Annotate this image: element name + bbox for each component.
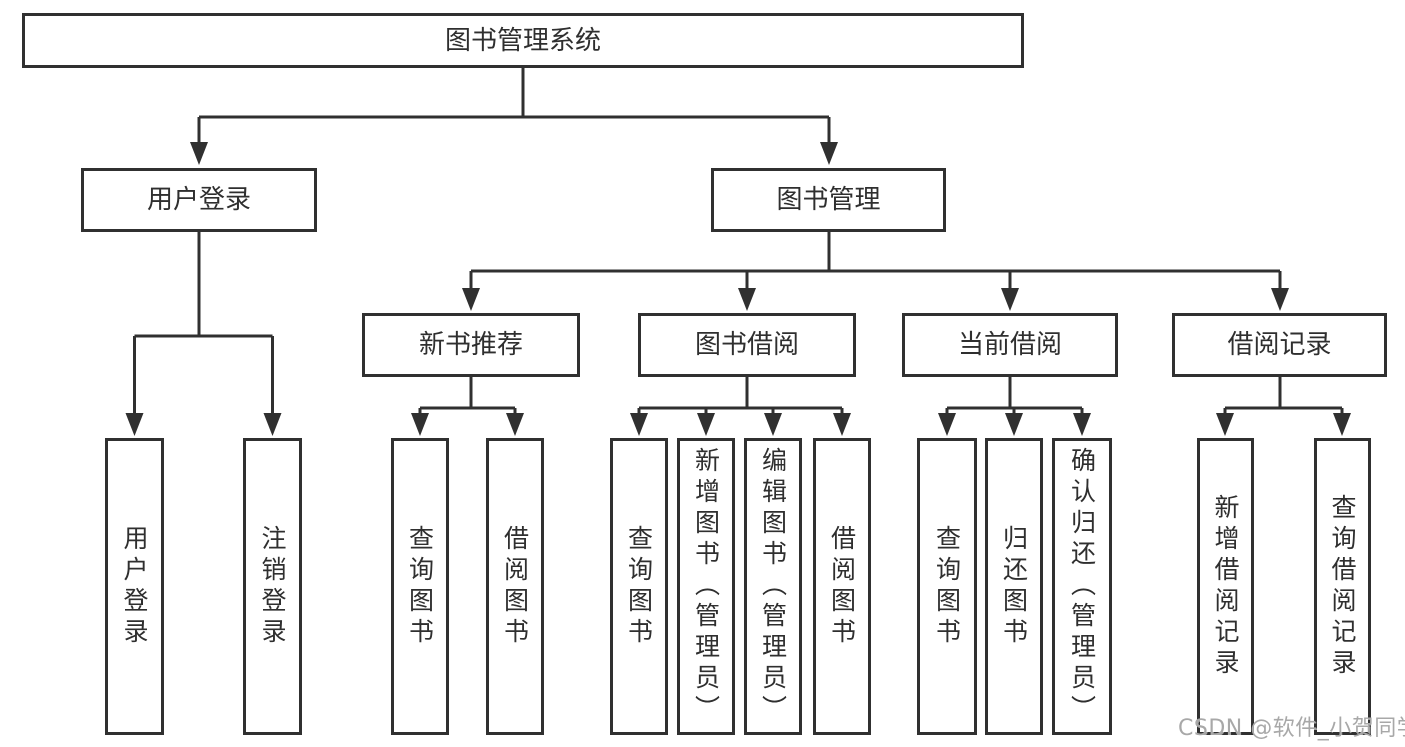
arrowhead (462, 288, 480, 311)
arrowhead (697, 413, 715, 436)
leaf-label: 借阅图书 (827, 524, 857, 649)
node-label: 图书管理 (776, 185, 881, 215)
connector-user-login-branch (133, 232, 274, 414)
leaf-user-login: 用户登录 (105, 438, 164, 735)
node-borrow-records: 借阅记录 (1172, 313, 1387, 377)
arrowhead (1333, 413, 1351, 436)
leaf-label: 查询借阅记录 (1328, 493, 1357, 680)
arrowhead (1005, 413, 1023, 436)
leaf-confirm-return-admin: 确认归还（管理员） (1052, 438, 1112, 735)
arrowhead (1073, 413, 1091, 436)
arrowhead (833, 413, 851, 436)
leaf-add-book-admin: 新增图书（管理员） (677, 438, 735, 735)
connector-book-borrow-branch (637, 377, 844, 414)
arrowhead (190, 142, 208, 165)
arrowhead (1001, 288, 1019, 311)
node-label: 当前借阅 (957, 330, 1062, 360)
leaf-query-borrow-record: 查询借阅记录 (1314, 438, 1371, 735)
leaf-borrow-book-recommend: 借阅图书 (486, 438, 544, 735)
leaf-label: 编辑图书（管理员） (758, 447, 788, 726)
arrowhead (125, 413, 144, 436)
connector-root-branch (197, 68, 831, 144)
node-new-book-recommend: 新书推荐 (362, 313, 580, 377)
connector-current-borrow-branch (945, 377, 1084, 414)
connector-new-book-recommend-branch (418, 377, 517, 414)
leaf-label: 归还图书 (999, 524, 1029, 649)
node-user-login: 用户登录 (81, 168, 317, 232)
leaf-add-borrow-record: 新增借阅记录 (1197, 438, 1254, 735)
arrowhead (1271, 288, 1289, 311)
leaf-label: 确认归还（管理员） (1067, 447, 1097, 726)
leaf-label: 新增借阅记录 (1211, 493, 1240, 680)
node-label: 图书管理系统 (444, 25, 601, 56)
arrowhead (820, 142, 838, 165)
leaf-label: 查询图书 (932, 524, 962, 649)
arrowhead (764, 413, 782, 436)
leaf-label: 借阅图书 (500, 524, 530, 649)
arrowhead (630, 413, 648, 436)
node-label: 用户登录 (146, 185, 251, 215)
leaf-edit-book-admin: 编辑图书（管理员） (744, 438, 802, 735)
connector-borrow-records-branch (1223, 377, 1344, 414)
leaf-borrow-book: 借阅图书 (813, 438, 871, 735)
leaf-label: 新增图书（管理员） (691, 447, 721, 726)
leaf-label: 用户登录 (120, 524, 149, 649)
arrowhead (1216, 413, 1234, 436)
watermark: CSDN @软件_小贺同学 (1178, 716, 1405, 741)
arrowhead (411, 413, 429, 436)
arrowhead (506, 413, 524, 436)
leaf-return-book: 归还图书 (985, 438, 1043, 735)
connector-book-management-branch (469, 232, 1282, 290)
arrowhead (263, 413, 282, 436)
node-current-borrow: 当前借阅 (902, 313, 1118, 377)
leaf-label: 查询图书 (405, 524, 435, 649)
leaf-logout: 注销登录 (243, 438, 302, 735)
node-book-management: 图书管理 (711, 168, 946, 232)
node-label: 图书借阅 (694, 330, 799, 360)
leaf-query-book-recommend: 查询图书 (391, 438, 449, 735)
leaf-label: 注销登录 (258, 524, 287, 649)
leaf-label: 查询图书 (624, 524, 654, 649)
arrowhead (938, 413, 956, 436)
node-label: 新书推荐 (418, 330, 523, 360)
leaf-query-book-borrow: 查询图书 (610, 438, 668, 735)
node-library-system: 图书管理系统 (22, 13, 1024, 68)
arrowhead (738, 288, 756, 311)
leaf-query-book-current: 查询图书 (917, 438, 977, 735)
node-book-borrow: 图书借阅 (638, 313, 856, 377)
node-label: 借阅记录 (1227, 330, 1332, 360)
